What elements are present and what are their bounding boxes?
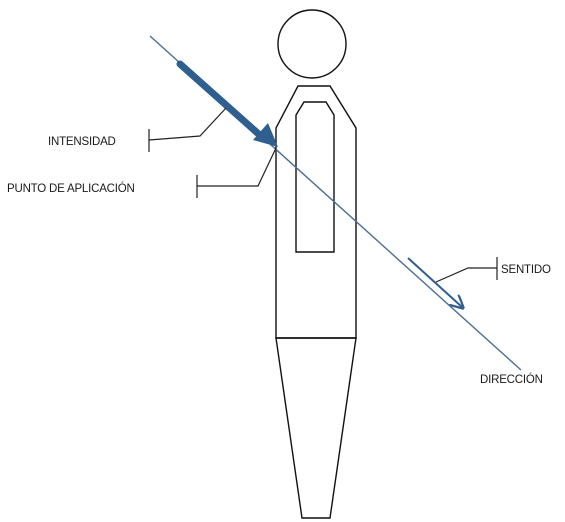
label-punto-aplicacion: PUNTO DE APLICACIÓN	[7, 182, 135, 195]
figure-legs	[276, 338, 356, 518]
human-figure	[276, 10, 356, 518]
figure-inner-panel	[296, 102, 334, 252]
force-vector-shaft	[180, 64, 262, 137]
label-direccion: DIRECCIÓN	[480, 373, 543, 386]
sense-arrow	[408, 258, 462, 307]
figure-torso	[276, 86, 356, 338]
force-vector	[180, 64, 278, 147]
leader-punto-aplicacion	[197, 148, 276, 198]
label-intensidad: INTENSIDAD	[48, 136, 116, 148]
leader-sentido	[436, 257, 497, 282]
label-sentido: SENTIDO	[501, 264, 551, 276]
leader-intensidad	[149, 108, 226, 152]
figure-head	[278, 10, 346, 78]
